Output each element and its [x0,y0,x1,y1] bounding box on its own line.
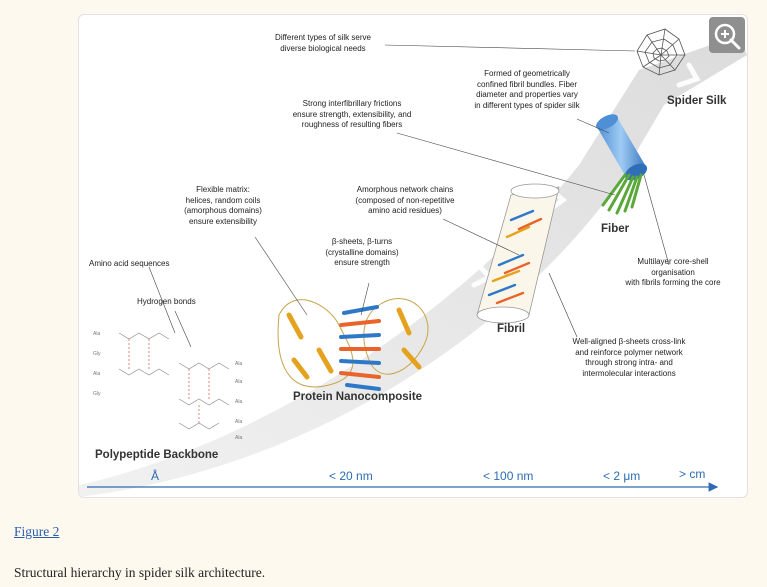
annotation-silk-types: Different types of silk serve diverse bi… [275,33,371,53]
nanocomposite-illustration [277,298,429,391]
fibril-illustration [476,183,560,324]
annotation-amino-acid: Amino acid sequences [89,259,170,268]
residue-label: Ala [93,371,101,377]
residue-label: Gly [93,391,101,397]
stage-label-fibril: Fibril [497,323,526,335]
residue-label: Ala [235,435,243,441]
figure-panel: Different types of silk serve diverse bi… [78,14,748,498]
annotation-beta-sheets: β-sheets, β-turns (crystalline domains) … [325,237,399,267]
annotation-fibril-bundles: Formed of geometrically confined fibril … [474,69,580,110]
scale-label: < 20 nm [329,469,373,483]
figure-caption: Structural hierarchy in spider silk arch… [14,565,266,580]
annotation-hydrogen-bonds: Hydrogen bonds [137,297,196,306]
scale-label: Å [151,469,160,483]
annotation-amorphous-chains: Amorphous network chains (composed of no… [355,185,455,215]
stage-label-nanocomposite: Protein Nanocomposite [293,391,423,403]
stage-label-backbone: Polypeptide Backbone [95,449,219,461]
figure-link[interactable]: Figure 2 [14,524,60,539]
annotation-crosslink: Well-aligned β-sheets cross-link and rei… [572,337,686,378]
progression-band [79,35,747,497]
scale-label: < 100 nm [483,469,534,483]
residue-label: Gly [93,351,101,357]
residue-label: Ala [235,419,243,425]
scale-label: < 2 μm [603,469,641,483]
stage-label-spider-silk: Spider Silk [667,95,727,107]
residue-label: Ala [235,379,243,385]
scale-label: > cm [679,467,706,481]
annotation-core-shell: Multilayer core-shell organisation with … [625,257,721,287]
zoom-button[interactable] [709,17,745,53]
spider-web-icon [636,28,686,76]
annotation-flexible-matrix: Flexible matrix: helices, random coils (… [184,185,262,226]
backbone-structure [118,332,230,430]
stage-label-fiber: Fiber [601,223,630,235]
residue-label: Ala [235,399,243,405]
zoom-in-icon [714,23,741,50]
leader-lines [148,44,670,348]
residue-label: Ala [93,331,101,337]
residue-label: Ala [235,361,243,367]
diagram-canvas [79,28,747,497]
annotation-frictions: Strong interfibrillary frictions ensure … [292,99,412,129]
fiber-illustration [596,114,648,215]
